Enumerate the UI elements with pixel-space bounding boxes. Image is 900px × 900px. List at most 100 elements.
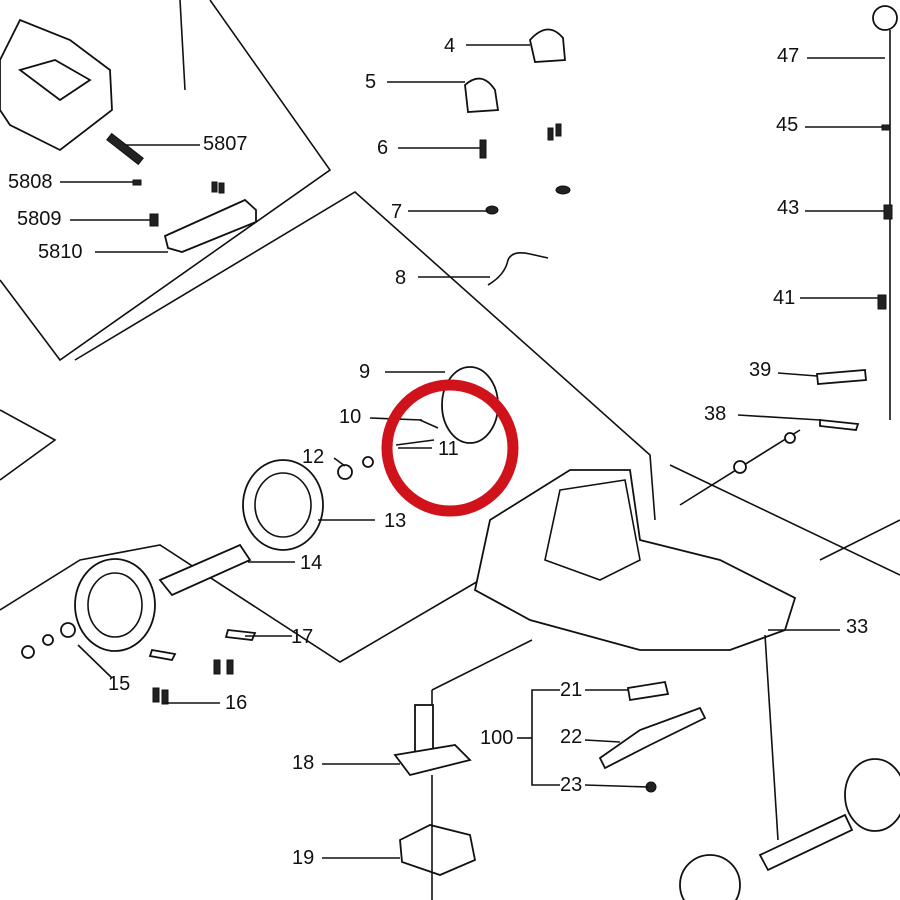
part-15-nut — [42, 634, 54, 646]
callout-9: 9 — [359, 361, 370, 383]
callout-38: 38 — [704, 403, 726, 425]
part-38 — [819, 419, 860, 431]
part-pin-a — [211, 181, 218, 193]
callout-15: 15 — [108, 673, 130, 695]
deck-assembly-frame — [74, 191, 656, 521]
part-pin-b — [218, 182, 225, 194]
hardware-parts — [464, 28, 571, 286]
callout-5808: 5808 — [8, 171, 53, 193]
callout-14: 14 — [300, 552, 322, 574]
callout-12: 12 — [302, 446, 324, 468]
part-11 — [395, 439, 435, 446]
highlight-circle — [381, 379, 519, 517]
wheel-assembly-frame — [0, 544, 481, 663]
part-7 — [485, 205, 499, 215]
callout-47: 47 — [777, 45, 799, 67]
part-21 — [626, 680, 670, 702]
callout-16: 16 — [225, 692, 247, 714]
callout-19: 19 — [292, 847, 314, 869]
callout-8: 8 — [395, 267, 406, 289]
callout-23: 23 — [560, 774, 582, 796]
callout-41: 41 — [773, 287, 795, 309]
part-22-blade — [598, 706, 707, 770]
callout-21: 21 — [560, 679, 582, 701]
wheel-parts — [21, 459, 324, 705]
part-6b — [547, 127, 554, 141]
callout-5: 5 — [365, 71, 376, 93]
callout-5810: 5810 — [38, 241, 83, 263]
deck-inner-cavity — [544, 479, 641, 581]
callout-6: 6 — [377, 137, 388, 159]
grass-bag-inner — [18, 59, 92, 102]
part-38-nut — [784, 432, 796, 444]
callout-11: 11 — [438, 438, 459, 460]
left-assembly-frame — [0, 409, 57, 481]
part-18-plate — [393, 744, 472, 777]
callout-18: 18 — [292, 752, 314, 774]
handle-assembly-frame — [0, 0, 332, 362]
rear-wheel-right — [844, 758, 900, 832]
part-19 — [399, 824, 477, 876]
motor-blade-parts — [393, 680, 707, 876]
callout-10: 10 — [339, 406, 361, 428]
callout-4: 4 — [444, 35, 455, 57]
part-15-nut-b — [21, 645, 35, 659]
part-6 — [479, 139, 487, 159]
part-15-washer — [60, 622, 76, 638]
part-10 — [419, 419, 439, 429]
callout-100: 100 — [480, 727, 513, 749]
part-41 — [877, 294, 887, 310]
part-39 — [816, 369, 867, 385]
part-16c — [152, 687, 160, 703]
part-14-axle — [158, 543, 252, 597]
part-43 — [883, 204, 893, 220]
part-6c — [555, 123, 562, 137]
part-5807 — [106, 132, 144, 166]
callout-43: 43 — [777, 197, 799, 219]
part-38-washer — [733, 460, 747, 474]
part-17b — [148, 648, 177, 662]
part-16a — [213, 659, 221, 675]
callout-39: 39 — [749, 359, 771, 381]
right-rod — [819, 519, 900, 561]
part-5808 — [132, 179, 142, 186]
callout-45: 45 — [776, 114, 798, 136]
part-12-washer — [337, 464, 353, 480]
deck-parts — [473, 469, 797, 651]
frame-edge — [179, 0, 186, 91]
part-4 — [529, 28, 566, 63]
part-13-hub — [254, 472, 312, 538]
part-5810 — [163, 198, 257, 253]
callout-labels: 4 5 6 7 8 9 10 11 12 13 14 15 16 17 18 1… — [8, 35, 868, 869]
callout-17: 17 — [291, 626, 313, 648]
part-15-hub — [87, 572, 143, 638]
rear-flap-parts — [337, 366, 499, 480]
callout-13: 13 — [384, 510, 406, 532]
part-18-shaft — [414, 704, 434, 756]
part-7b — [555, 185, 571, 195]
rear-axle — [758, 813, 854, 872]
callout-22: 22 — [560, 726, 582, 748]
right-handle-parts — [679, 5, 900, 900]
part-33-deck — [473, 469, 797, 651]
right-assembly-frame — [669, 464, 900, 576]
part-5809 — [149, 213, 159, 227]
handle-parts — [0, 18, 257, 253]
callout-33: 33 — [846, 616, 868, 638]
part-47 — [872, 5, 898, 31]
callout-7: 7 — [391, 201, 402, 223]
callout-5807: 5807 — [203, 133, 248, 155]
part-15-wheel — [74, 558, 156, 652]
part-8 — [487, 252, 549, 286]
part-16b — [226, 659, 234, 675]
part-45 — [881, 124, 891, 131]
rear-wheel-left — [679, 854, 741, 900]
part-5 — [464, 77, 500, 113]
assembly-frames — [0, 0, 900, 663]
part-12-nut — [362, 456, 374, 468]
callout-5809: 5809 — [17, 208, 62, 230]
part-16d — [161, 689, 169, 705]
part-17 — [224, 629, 257, 641]
